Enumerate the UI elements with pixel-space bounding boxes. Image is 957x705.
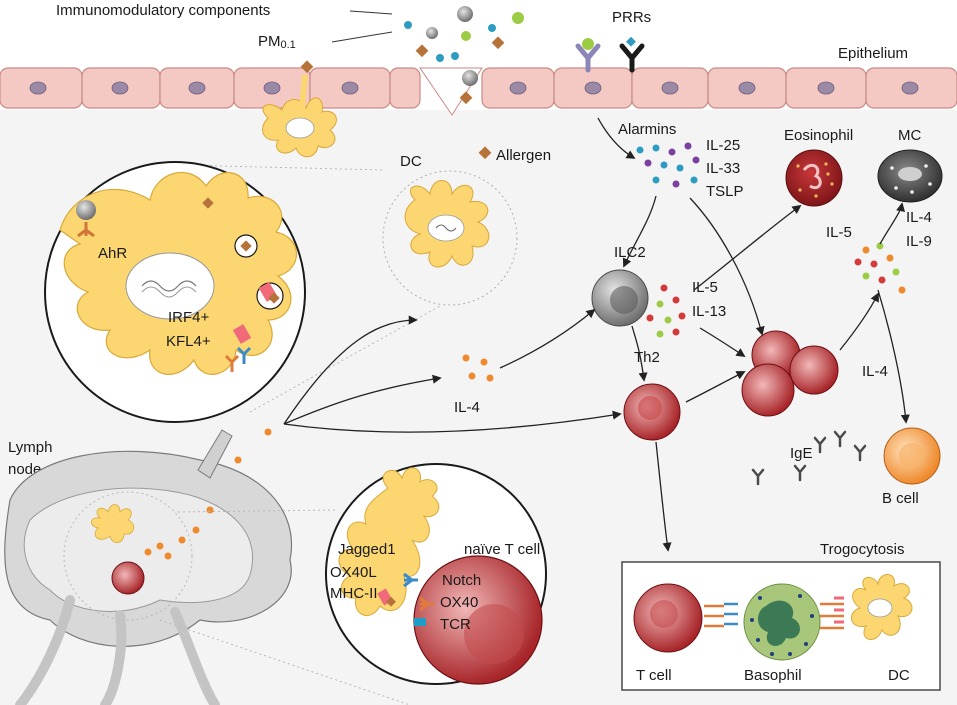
allergen-label: Allergen [496, 147, 551, 164]
prrs-label: PRRs [612, 9, 651, 26]
th2-cluster [741, 330, 839, 417]
tcr-label: TCR [440, 616, 471, 633]
eosinophil-cell [785, 149, 843, 207]
il4-mc-label: IL-4 [906, 209, 932, 226]
th2-label: Th2 [634, 349, 660, 366]
synapse-zoom-circle [325, 463, 547, 685]
cytokine-cloud-upper [854, 242, 906, 294]
ox40-label: OX40 [440, 594, 478, 611]
ahr-label: AhR [98, 245, 127, 262]
ige-antibodies [751, 430, 867, 486]
tslp-label: TSLP [706, 183, 744, 200]
notch-label: Notch [442, 572, 481, 589]
mc-label: MC [898, 127, 921, 144]
dc-top-label: DC [400, 153, 422, 170]
pm-particles [300, 6, 524, 105]
mhc2-label: MHC-II [330, 585, 378, 602]
trogocytosis-label: Trogocytosis [820, 541, 904, 558]
eosinophil-label: Eosinophil [784, 127, 853, 144]
th2-cell [623, 383, 681, 441]
cytokine-cloud-ilc2 [646, 284, 686, 338]
il4-dots-mid [462, 354, 494, 382]
b-cell [883, 427, 941, 485]
il33-label: IL-33 [706, 160, 740, 177]
il25-label: IL-25 [706, 137, 740, 154]
immunomodulatory-label: Immunomodulatory components [56, 2, 270, 19]
basophil-label: Basophil [744, 667, 802, 684]
jagged1-label: Jagged1 [338, 541, 396, 558]
ilc2-cell [591, 269, 649, 327]
lymph-label: Lymph [8, 439, 52, 456]
il4-dots-lymph [144, 428, 272, 560]
lymph-node [4, 429, 293, 705]
ilc2-label: ILC2 [614, 244, 646, 261]
dc-zoom-circle [44, 161, 306, 423]
pm-label: PM0.1 [258, 33, 296, 51]
il4-mid-label: IL-4 [454, 399, 480, 416]
il4-right-label: IL-4 [862, 363, 888, 380]
il5-ilc2-label: IL-5 [692, 279, 718, 296]
epithelial-dc [262, 74, 337, 158]
il5-eos-label: IL-5 [826, 224, 852, 241]
prr-receptors [575, 36, 645, 73]
trogocytosis-box [621, 561, 941, 691]
alarmins-label: Alarmins [618, 121, 676, 138]
kfl4-label: KFL4+ [166, 333, 211, 350]
dc-bottom-label: DC [888, 667, 910, 684]
alarmin-dots [636, 142, 700, 188]
epithelium [0, 67, 957, 116]
ox40l-label: OX40L [330, 564, 377, 581]
bcell-label: B cell [882, 490, 919, 507]
il13-label: IL-13 [692, 303, 726, 320]
tcell-label: T cell [636, 667, 672, 684]
il9-label: IL-9 [906, 233, 932, 250]
arrows [283, 117, 910, 552]
irf4-label: IRF4+ [168, 309, 210, 326]
epithelium-label: Epithelium [838, 45, 908, 62]
dc-top-cell [404, 180, 490, 268]
ige-label: IgE [790, 445, 813, 462]
naive-tcell-label: naïve T cell [464, 541, 540, 558]
mast-cell [877, 149, 943, 203]
